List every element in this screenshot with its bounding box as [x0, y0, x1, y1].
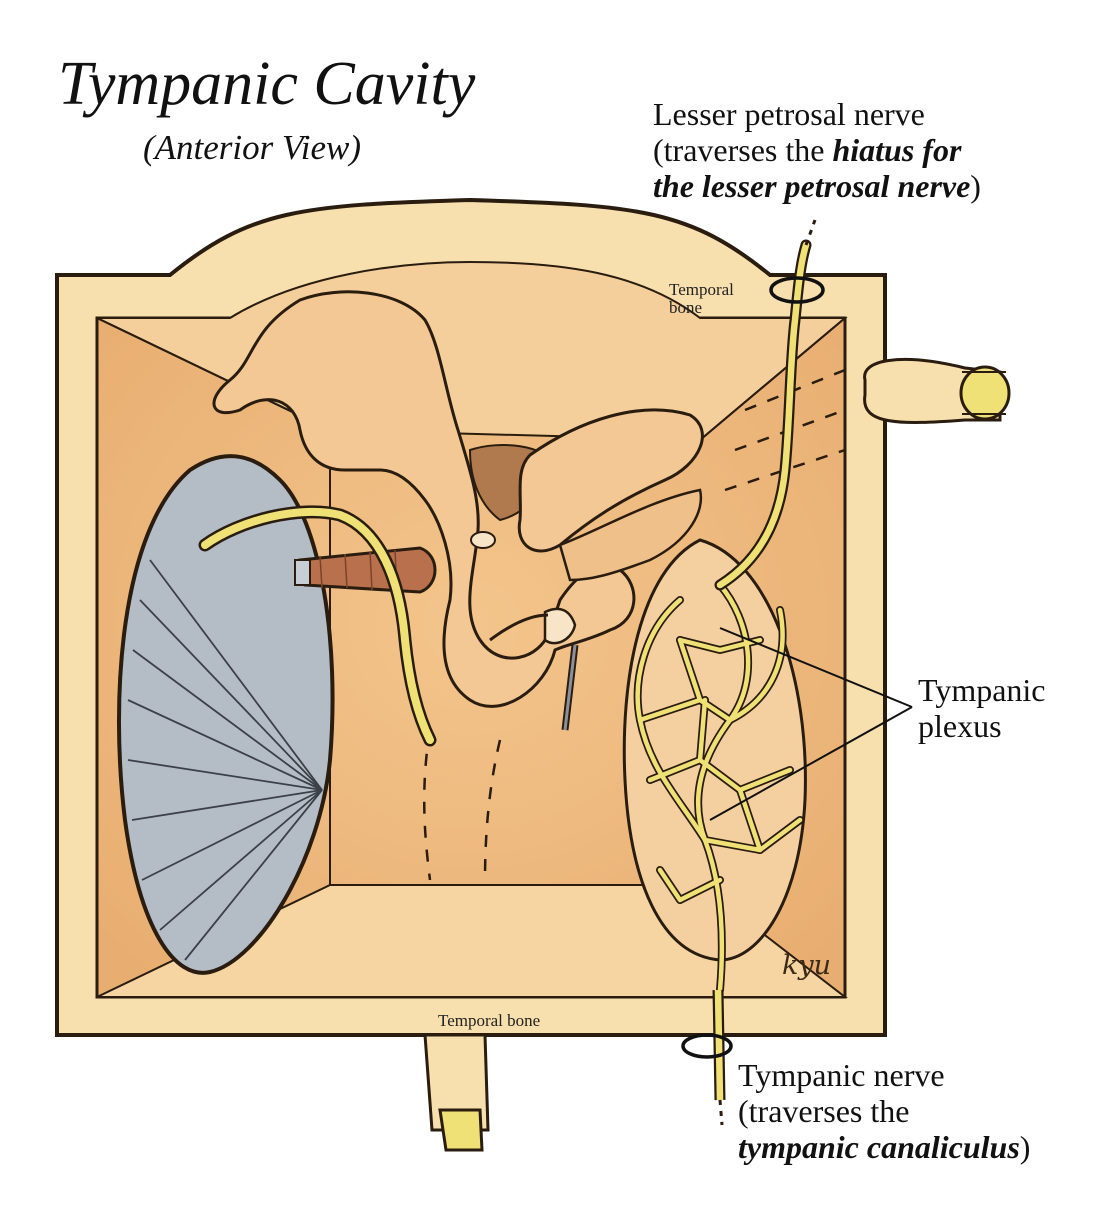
lesser-petrosal-nerve-label: Lesser petrosal nerve (traverses the hia… [653, 96, 981, 205]
bottom-tube-stub [423, 1033, 490, 1152]
lpn-line1: Lesser petrosal nerve [653, 96, 925, 132]
lpn-line3: the lesser petrosal nerve) [653, 167, 981, 205]
canaliculus-ring [681, 1033, 733, 1059]
tympanic-plexus-line1: Tympanic [918, 672, 1046, 708]
tympanic-plexus-line2: plexus [918, 707, 1002, 744]
tympanic-nerve-line3-suffix: ) [1019, 1128, 1031, 1165]
temporal-bone-lower-label: Temporal bone [438, 1011, 541, 1030]
tympanic-plexus-label: Tympanic plexus [918, 672, 1046, 745]
lpn-line3-suffix: ) [970, 167, 981, 204]
artist-signature: kyu [782, 950, 832, 981]
tympanic-nerve-label: Tympanic nerve (traverses the tympanic c… [738, 1057, 1031, 1166]
tympanic-plexus-network [633, 581, 804, 994]
ossicles [212, 290, 704, 708]
hiatus-ring [769, 276, 825, 304]
lpn-line2: (traverses the hiatus for [653, 131, 981, 169]
auditory-tube-stub [863, 358, 1011, 424]
plexus-leader-lines [709, 627, 913, 821]
tympanic-nerve-line1: Tympanic nerve [738, 1057, 945, 1093]
tympanic-nerve-line3-bold: tympanic canaliculus [738, 1128, 1020, 1165]
tympanic-nerve-line3: tympanic canaliculus) [738, 1128, 1031, 1166]
lpn-line3-bold: the lesser petrosal nerve [653, 167, 971, 204]
tympanic-membrane [116, 454, 335, 975]
diagram-subtitle: (Anterior View) [143, 128, 362, 167]
tympanic-nerve-line2: (traverses the [738, 1092, 910, 1129]
diagram-title: Tympanic Cavity [58, 50, 476, 118]
lpn-line2-prefix: (traverses the [653, 131, 833, 168]
lpn-line2-bold: hiatus for [832, 131, 962, 168]
temporal-bone-upper-label: Temporal bone [669, 280, 734, 317]
tensor-tympani-muscle [294, 546, 437, 594]
